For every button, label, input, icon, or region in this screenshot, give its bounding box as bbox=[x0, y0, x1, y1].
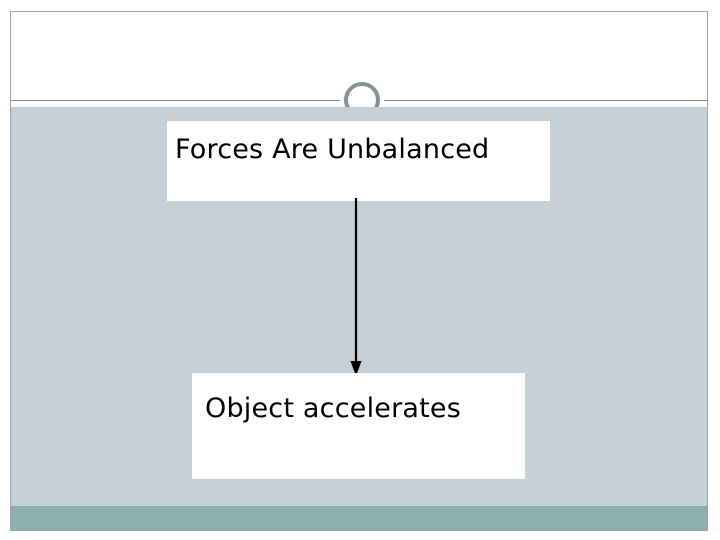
flowchart-node-cause[interactable]: Forces Are Unbalanced bbox=[167, 121, 550, 201]
flowchart-node-cause-label: Forces Are Unbalanced bbox=[175, 134, 490, 165]
bottom-accent-bar bbox=[11, 506, 707, 530]
slide-title bbox=[49, 30, 669, 84]
flowchart-node-effect[interactable]: Object accelerates bbox=[192, 373, 525, 479]
flowchart-node-effect-label: Object accelerates bbox=[205, 393, 461, 424]
slide-canvas: Forces Are Unbalanced Object accelerates bbox=[10, 11, 708, 531]
